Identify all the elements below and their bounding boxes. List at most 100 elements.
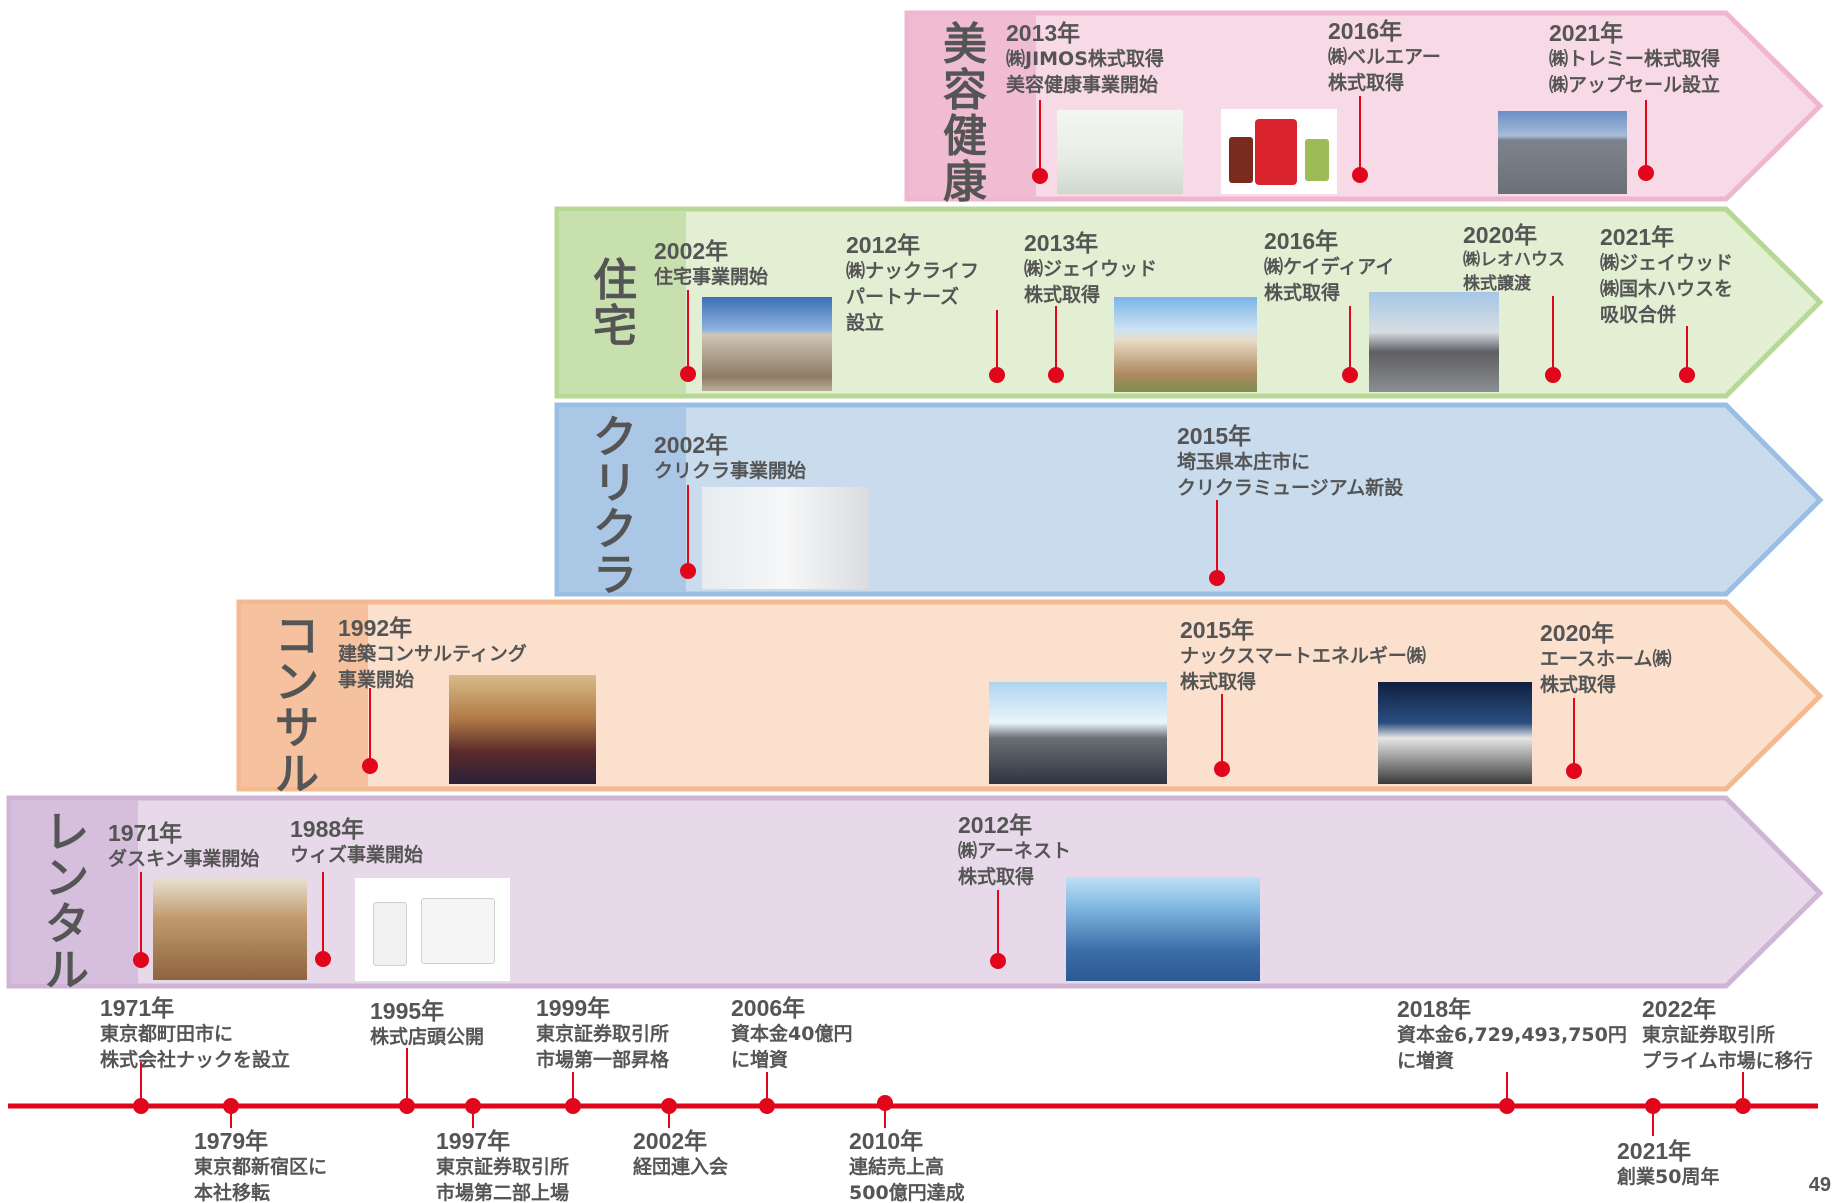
house-photo-3 <box>1369 292 1499 392</box>
biyou-marker-2013 <box>1032 168 1048 184</box>
consul-event-2020: 2020年エースホーム㈱ 株式取得 <box>1540 620 1672 696</box>
jutaku-event-2012: 2012年㈱ナックライフ パートナーズ 設立 <box>846 232 980 334</box>
jutaku-marker-2020 <box>1545 367 1561 383</box>
timeline-event-1979: 1979年東京都新宿区に 本社移転 <box>194 1128 328 1203</box>
timeline-tick-2010 <box>884 1106 886 1128</box>
kurikura-family-photo <box>702 487 869 589</box>
timeline-marker-1995 <box>399 1098 415 1114</box>
timeline-event-2018: 2018年資本金6,729,493,750円 に増資 <box>1397 996 1627 1072</box>
beauty-product-photo <box>1057 110 1183 194</box>
consul-tick-2015 <box>1221 694 1223 768</box>
jutaku-event-2016: 2016年㈱ケイディアイ 株式取得 <box>1264 228 1395 304</box>
timeline-marker-1999 <box>565 1098 581 1114</box>
rental-tick-1988 <box>322 872 324 958</box>
biyou-tick-2013 <box>1039 100 1041 175</box>
band-label-kurikura: クリクラ <box>593 412 637 601</box>
kurikura-event-2002: 2002年クリクラ事業開始 <box>654 432 807 482</box>
timeline-tick-1995 <box>406 1048 408 1106</box>
timeline-tick-2006 <box>766 1072 768 1106</box>
kurikura-event-2015: 2015年埼玉県本庄市に クリクラミュージアム新設 <box>1177 423 1404 499</box>
timeline-tick-2018 <box>1506 1072 1508 1106</box>
jutaku-tick-2002 <box>687 290 689 372</box>
timeline-marker-1971 <box>133 1098 149 1114</box>
consul-marker-2020 <box>1566 763 1582 779</box>
rental-tick-1971 <box>140 872 142 960</box>
jutaku-marker-2012 <box>989 367 1005 383</box>
consul-event-2015: 2015年ナックスマートエネルギー㈱ 株式取得 <box>1180 617 1426 693</box>
timeline-event-2006: 2006年資本金40億円 に増資 <box>731 995 853 1071</box>
consul-marker-2015 <box>1214 761 1230 777</box>
timeline-marker-2006 <box>759 1098 775 1114</box>
supplement-photo <box>1221 109 1337 194</box>
timeline-event-1999: 1999年東京証券取引所 市場第一部昇格 <box>536 995 670 1071</box>
biyou-event-2013: 2013年㈱JIMOS株式取得 美容健康事業開始 <box>1006 20 1164 96</box>
consul-tick-2020 <box>1573 698 1575 768</box>
band-label-biyou: 美容健康 <box>943 19 987 208</box>
house-photo-2 <box>1114 297 1257 392</box>
furniture-photo <box>153 878 307 980</box>
band-label-rental: レンタル <box>45 807 89 996</box>
biyou-marker-2021 <box>1638 165 1654 181</box>
timeline-event-2022: 2022年東京証券取引所 プライム市場に移行 <box>1642 996 1813 1072</box>
jutaku-marker-2013 <box>1048 367 1064 383</box>
rental-marker-1988 <box>315 951 331 967</box>
jutaku-tick-2020 <box>1552 296 1554 374</box>
timeline-marker-2018 <box>1499 1098 1515 1114</box>
timeline-marker-2022 <box>1735 1098 1751 1114</box>
page-number: 49 <box>1808 1174 1831 1196</box>
rental-event-1971: 1971年ダスキン事業開始 <box>108 820 260 870</box>
building-photo <box>1498 111 1627 194</box>
rental-event-1988: 1988年ウィズ事業開始 <box>290 816 424 866</box>
kurikura-tick-2002 <box>687 485 689 565</box>
rental-marker-2012 <box>990 953 1006 969</box>
band-label-jutaku: 住宅 <box>593 255 637 352</box>
jutaku-marker-2002 <box>680 366 696 382</box>
house-photo-1 <box>702 297 832 391</box>
timeline-marker-2010 <box>877 1095 893 1111</box>
rental-event-2012: 2012年㈱アーネスト 株式取得 <box>958 812 1071 888</box>
timeline-tick-1999 <box>572 1072 574 1106</box>
biyou-marker-2016 <box>1352 167 1368 183</box>
band-kurikura <box>554 402 1824 597</box>
solar-panel-photo <box>989 682 1167 784</box>
jutaku-marker-2016 <box>1342 367 1358 383</box>
jutaku-tick-2012 <box>996 310 998 373</box>
timeline-tick-1979 <box>230 1106 232 1128</box>
house-night-photo <box>1378 682 1532 784</box>
jutaku-tick-2021 <box>1686 326 1688 374</box>
timeline-event-1995: 1995年株式店頭公開 <box>370 998 485 1048</box>
skyscraper-photo <box>1066 877 1260 981</box>
timeline-tick-2002 <box>668 1106 670 1128</box>
jutaku-event-2002: 2002年住宅事業開始 <box>654 238 769 288</box>
kurikura-marker-2002 <box>680 563 696 579</box>
timeline-tick-1971 <box>140 1062 142 1106</box>
timeline-tick-2021 <box>1652 1106 1654 1136</box>
biyou-tick-2016 <box>1359 96 1361 174</box>
jutaku-event-2013: 2013年㈱ジェイウッド 株式取得 <box>1024 230 1158 306</box>
consul-marker-1992 <box>362 758 378 774</box>
timeline-event-1997: 1997年東京証券取引所 市場第二部上場 <box>436 1128 570 1203</box>
timeline-event-2010: 2010年連結売上高 500億円達成 <box>849 1128 965 1203</box>
kurikura-tick-2015 <box>1216 500 1218 570</box>
biyou-tick-2021 <box>1645 100 1647 172</box>
jutaku-event-2020: 2020年㈱レオハウス 株式譲渡 <box>1463 222 1565 294</box>
seminar-photo <box>449 675 596 784</box>
timeline-event-1971: 1971年東京都町田市に 株式会社ナックを設立 <box>100 995 291 1071</box>
biyou-event-2021: 2021年㈱トレミー株式取得 ㈱アップセール設立 <box>1549 20 1721 96</box>
consul-tick-1992 <box>369 688 371 764</box>
timeline-tick-2022 <box>1742 1072 1744 1106</box>
biyou-event-2016: 2016年㈱ベルエアー 株式取得 <box>1328 18 1441 94</box>
jutaku-tick-2016 <box>1349 306 1351 374</box>
timeline-event-2021: 2021年創業50周年 <box>1617 1138 1720 1188</box>
jutaku-tick-2013 <box>1055 306 1057 374</box>
jutaku-event-2021: 2021年㈱ジェイウッド ㈱国木ハウスを 吸収合併 <box>1600 224 1734 326</box>
consul-event-1992: 1992年建築コンサルティング 事業開始 <box>338 615 527 691</box>
timeline-tick-1997 <box>472 1106 474 1128</box>
air-purifier-photo <box>355 878 510 981</box>
rental-marker-1971 <box>133 952 149 968</box>
timeline-event-2002: 2002年経団連入会 <box>633 1128 729 1178</box>
kurikura-marker-2015 <box>1209 570 1225 586</box>
jutaku-marker-2021 <box>1679 367 1695 383</box>
